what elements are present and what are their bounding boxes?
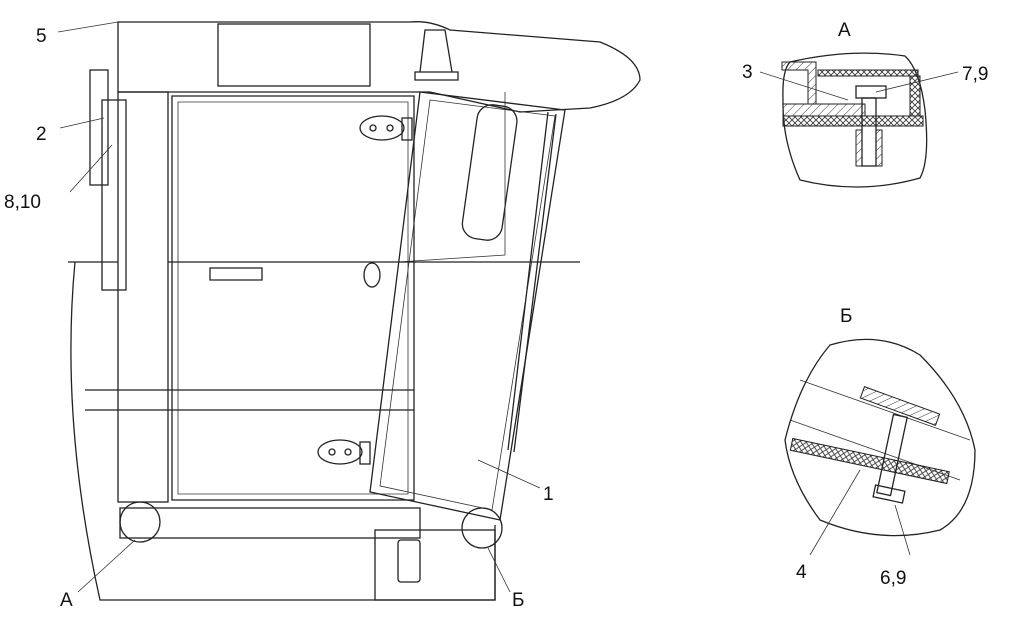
door-frame bbox=[171, 95, 415, 501]
a-bushing-left bbox=[855, 129, 863, 167]
callout-6-9: 6,9 bbox=[880, 568, 906, 589]
step-light bbox=[397, 539, 421, 583]
detail-a-title: А bbox=[838, 20, 851, 41]
detail-b-outline bbox=[784, 338, 976, 537]
door-handle bbox=[209, 267, 263, 281]
detail-b-title: Б bbox=[840, 306, 852, 327]
callout-3: 3 bbox=[742, 62, 753, 83]
detail-a-leaders bbox=[759, 71, 959, 101]
open-door-1 bbox=[369, 91, 566, 521]
step-box bbox=[374, 529, 496, 601]
a-bolt-head bbox=[855, 85, 887, 99]
a-panel bbox=[782, 115, 924, 127]
a-bushing-right bbox=[875, 129, 883, 167]
wiper-arm bbox=[507, 111, 557, 453]
callout-view-a: А bbox=[60, 590, 73, 611]
callout-5: 5 bbox=[36, 26, 47, 47]
callout-8-10: 8,10 bbox=[4, 192, 41, 213]
cab-roof bbox=[117, 21, 641, 113]
callout-1: 1 bbox=[543, 484, 554, 505]
door-grab-handle bbox=[461, 104, 518, 241]
b-upper-plate bbox=[859, 386, 941, 426]
side-panel-2 bbox=[101, 99, 127, 291]
detail-b-marker bbox=[461, 507, 503, 549]
b-bolt bbox=[876, 413, 908, 497]
chassis-body bbox=[68, 261, 580, 601]
a-bracket bbox=[781, 61, 817, 105]
door-frame-inner bbox=[177, 101, 409, 495]
callout-7-9: 7,9 bbox=[962, 64, 988, 85]
door-stay-rod bbox=[397, 92, 506, 263]
door-glass bbox=[379, 99, 556, 511]
upper-hinge bbox=[359, 115, 413, 141]
lower-hinge bbox=[317, 439, 371, 465]
latch bbox=[363, 262, 381, 288]
detail-b-leaders bbox=[809, 469, 911, 556]
a-plate bbox=[782, 103, 866, 117]
roof-panel bbox=[217, 23, 371, 87]
b-floor-panel bbox=[789, 437, 950, 485]
detail-a: А 3 7,9 bbox=[742, 20, 988, 188]
beacon-lamp bbox=[414, 29, 459, 81]
callout-view-b: Б bbox=[512, 590, 524, 611]
detail-b: Б 4 6,9 bbox=[784, 306, 976, 589]
callout-4: 4 bbox=[796, 562, 807, 583]
detail-a-marker bbox=[119, 501, 161, 543]
main-view: 5 2 8,10 1 А Б bbox=[4, 21, 641, 611]
b-nut bbox=[872, 484, 906, 504]
leaders bbox=[57, 21, 541, 593]
a-roof-skin bbox=[817, 69, 919, 77]
callout-2: 2 bbox=[36, 124, 47, 145]
bracket-8-10 bbox=[89, 69, 109, 186]
